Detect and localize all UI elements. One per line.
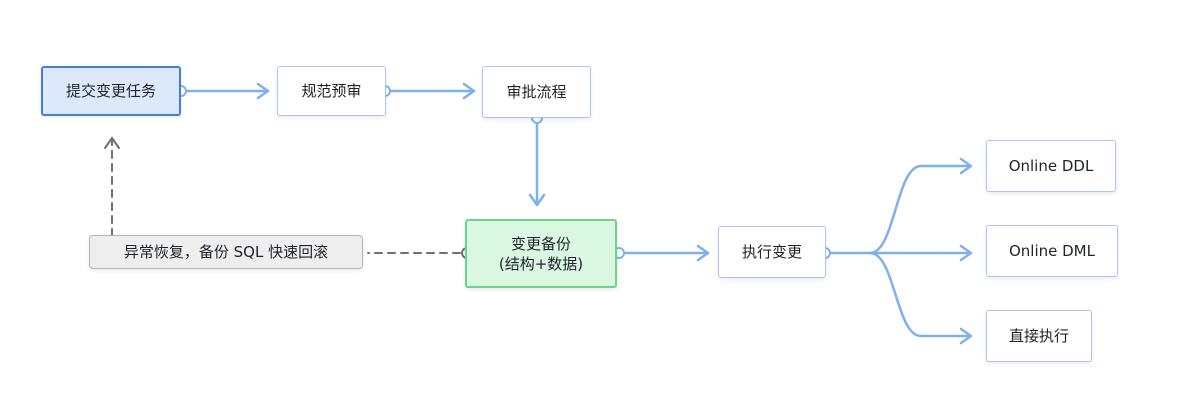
node-submit-change-task[interactable]: 提交变更任务 xyxy=(41,66,181,116)
arrowhead-precheck xyxy=(256,82,270,100)
arrowhead-online-dml xyxy=(959,244,973,262)
node-online-ddl-label: Online DDL xyxy=(1008,157,1094,175)
node-precheck-label: 规范预审 xyxy=(301,82,362,100)
arrowhead-backup xyxy=(528,193,546,207)
node-recover-label: 异常恢复，备份 SQL 快速回滚 xyxy=(123,243,329,261)
node-backup-label-line1: 变更备份 xyxy=(510,234,571,253)
node-online-dml-label: Online DML xyxy=(1008,242,1095,260)
node-execute-label: 执行变更 xyxy=(741,243,802,261)
arrowhead-submit-dashed xyxy=(104,136,120,149)
node-direct-execute[interactable]: 直接执行 xyxy=(986,310,1092,362)
node-execute-change[interactable]: 执行变更 xyxy=(718,226,826,278)
arrowhead-approval xyxy=(462,82,476,100)
node-recover-rollback[interactable]: 异常恢复，备份 SQL 快速回滚 xyxy=(89,235,363,269)
node-direct-execute-label: 直接执行 xyxy=(1008,327,1069,345)
node-approval[interactable]: 审批流程 xyxy=(482,66,591,118)
node-change-backup[interactable]: 变更备份 (结构+数据) xyxy=(465,219,617,288)
edge-branch-to-direct-execute xyxy=(868,251,972,338)
arrowhead-execute xyxy=(696,244,710,262)
node-submit-label: 提交变更任务 xyxy=(65,82,156,100)
arrowhead-direct-execute xyxy=(959,327,973,345)
edge-branch-to-online-ddl xyxy=(868,164,972,255)
node-precheck[interactable]: 规范预审 xyxy=(277,66,386,116)
node-approval-label: 审批流程 xyxy=(506,83,567,101)
node-online-dml[interactable]: Online DML xyxy=(986,225,1118,277)
arrowhead-online-ddl xyxy=(959,157,973,175)
node-online-ddl[interactable]: Online DDL xyxy=(986,140,1116,192)
node-backup-label-line2: (结构+数据) xyxy=(498,254,584,273)
